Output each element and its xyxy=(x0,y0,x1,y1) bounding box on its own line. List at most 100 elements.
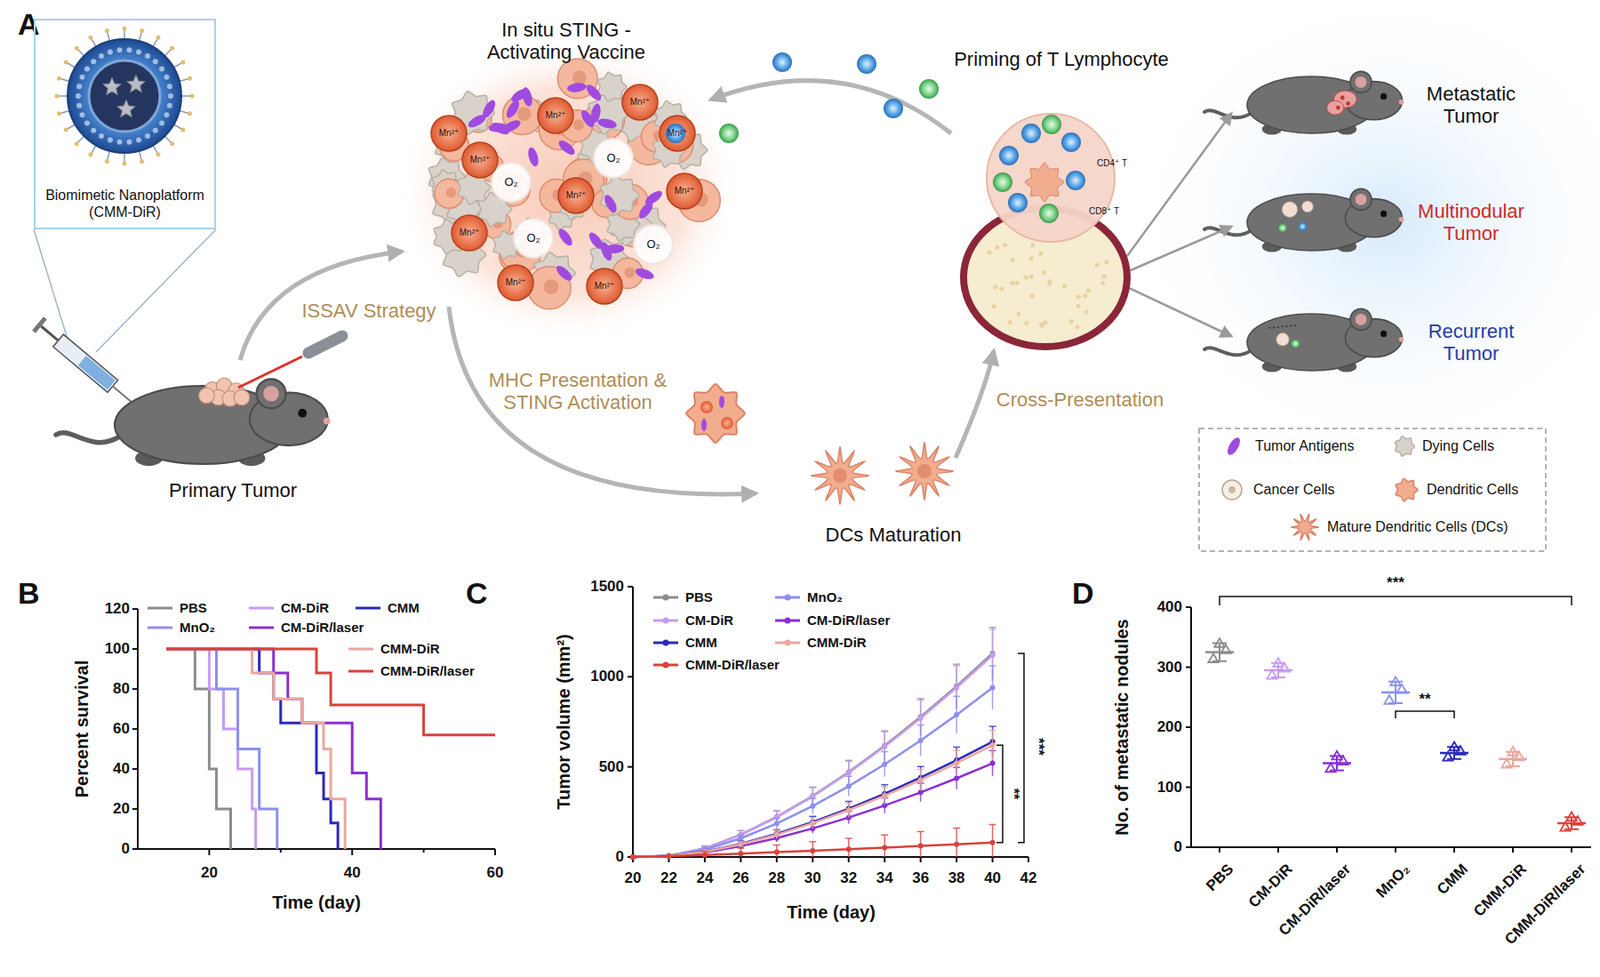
error-cap xyxy=(736,833,744,836)
stage-title: Primary Tumor xyxy=(168,479,297,502)
data-point xyxy=(1272,657,1283,667)
cell-nucleus xyxy=(517,107,531,121)
process-arrow xyxy=(955,351,994,458)
data-point xyxy=(881,844,888,850)
manganese-ion xyxy=(700,400,713,414)
lymph-texture xyxy=(1041,270,1047,275)
axis-title: Percent survival xyxy=(72,660,93,799)
data-point xyxy=(1384,695,1394,704)
axis-line xyxy=(1191,846,1592,848)
error-cap xyxy=(952,664,960,667)
tick-label: 36 xyxy=(912,869,929,888)
manganese-ion xyxy=(720,416,734,430)
error-cap xyxy=(917,697,925,700)
data-point xyxy=(953,685,960,691)
cancer-cell xyxy=(1222,480,1242,500)
legend-label: CMM xyxy=(387,600,420,616)
tick-label: 22 xyxy=(660,869,678,888)
laser-beam xyxy=(238,356,303,388)
data-point xyxy=(953,760,960,766)
scar xyxy=(1268,325,1297,328)
manganese-ion xyxy=(431,115,467,152)
tick-label: 200 xyxy=(1157,718,1183,736)
cell-nucleus xyxy=(832,468,848,483)
t-cell xyxy=(856,54,877,74)
ligand-tip xyxy=(74,141,80,146)
membrane-dot xyxy=(107,49,113,56)
growth-series xyxy=(630,730,997,860)
lymph-texture xyxy=(1029,274,1034,280)
mouse-tail xyxy=(1204,110,1251,118)
error-cap xyxy=(773,844,781,847)
membrane-dot xyxy=(144,133,151,139)
lymph-texture xyxy=(1039,323,1044,328)
ligand-tip xyxy=(187,111,192,116)
data-point xyxy=(846,783,852,789)
survival-curve xyxy=(166,648,338,849)
oxygen-label: O₂ xyxy=(646,238,660,252)
legend-line xyxy=(248,607,274,610)
tick-label: 40 xyxy=(344,864,361,882)
ligand-tip xyxy=(180,128,185,133)
cell-nucleus xyxy=(917,464,932,479)
growth-series xyxy=(630,726,997,860)
error-cap xyxy=(880,751,888,753)
error-cap xyxy=(989,628,997,631)
t-cell xyxy=(1065,170,1086,191)
axis-line xyxy=(632,586,634,858)
data-point xyxy=(953,775,960,781)
tick xyxy=(992,856,994,863)
data-point xyxy=(953,712,960,718)
membrane-dot xyxy=(152,58,159,64)
data-point xyxy=(846,769,852,776)
tick xyxy=(1336,847,1338,853)
tick-label: 1500 xyxy=(590,577,624,596)
error-cap xyxy=(989,824,997,826)
significance-mark: ** xyxy=(1418,690,1431,709)
legend-label: CM-DiR/laser xyxy=(280,619,364,635)
error-cap xyxy=(880,729,888,732)
data-point xyxy=(1325,762,1336,772)
error-cap xyxy=(880,731,888,734)
metastasis xyxy=(1340,96,1345,101)
tick xyxy=(494,848,496,856)
axis-title: Tumor volume (mm²) xyxy=(553,633,575,809)
tick-label: 100 xyxy=(104,640,130,658)
data-point xyxy=(846,846,852,852)
antigen xyxy=(556,226,576,248)
mouse xyxy=(1204,308,1404,372)
growth-series xyxy=(630,627,997,860)
cell-nucleus xyxy=(573,119,584,130)
survival-curve xyxy=(166,648,496,736)
tick xyxy=(627,675,633,678)
cell-label: CD8⁺ T xyxy=(1088,206,1120,217)
antigen xyxy=(578,108,597,130)
error-cap xyxy=(1564,828,1579,831)
antigen xyxy=(719,395,725,408)
sky-glow xyxy=(1120,0,1600,463)
error-cap xyxy=(845,837,853,840)
data-point xyxy=(1220,644,1231,654)
metastasis xyxy=(1345,101,1351,106)
lymph-texture xyxy=(1002,242,1008,248)
mouse-nose xyxy=(323,417,331,425)
data-point xyxy=(1560,822,1570,832)
oxygen-bubble xyxy=(593,138,633,178)
cell-nucleus xyxy=(624,266,635,278)
error-cap xyxy=(1505,765,1520,768)
ion-label: Mn²⁺ xyxy=(439,128,460,139)
growth-series xyxy=(630,665,997,860)
error-cap xyxy=(880,785,888,788)
cell-nucleus xyxy=(544,279,560,295)
tick-label: 40 xyxy=(984,869,1001,888)
error-cap xyxy=(1271,676,1286,679)
error-cap xyxy=(808,797,816,800)
panel-c-plot xyxy=(627,586,1029,863)
tumor-nodule xyxy=(199,387,216,404)
ion-label: Mn²⁺ xyxy=(667,128,688,139)
legend-marker xyxy=(663,662,670,669)
error-cap xyxy=(917,768,925,771)
t-cell xyxy=(1008,192,1028,213)
legend-label: CMM-DiR/laser xyxy=(685,656,780,672)
data-point xyxy=(737,840,744,847)
